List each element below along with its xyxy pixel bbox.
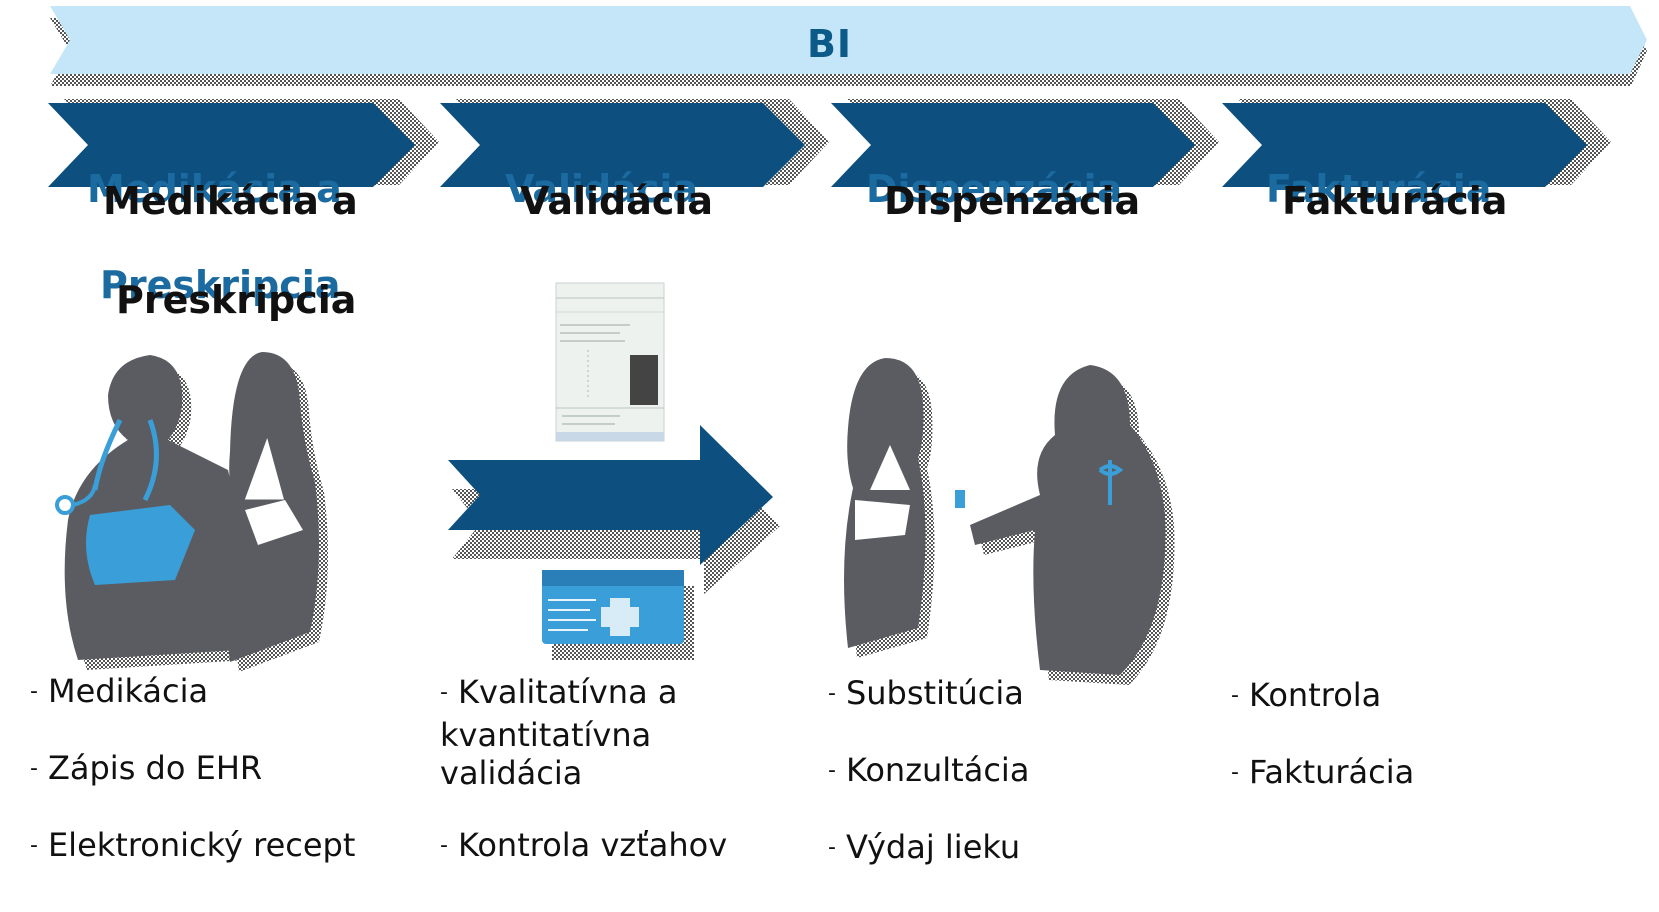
prescription-document-image bbox=[555, 282, 665, 442]
stage-chevron-prescription bbox=[48, 99, 439, 187]
stage-chevron-billing bbox=[1222, 99, 1611, 187]
bullet-list-dispensing: -Substitúcia -Konzultácia -Výdaj lieku bbox=[828, 674, 1188, 871]
bullet-list-billing: -Kontrola -Fakturácia bbox=[1231, 676, 1591, 796]
bullet-item: -Zápis do EHR bbox=[30, 749, 263, 787]
bullet-item: -Medikácia bbox=[30, 672, 209, 710]
stage-title-prescription: Medikácia a bbox=[103, 179, 358, 223]
stage-chevron-dispensing bbox=[831, 99, 1219, 187]
bullet-item: -Konzultácia bbox=[828, 751, 1030, 789]
stage-title-dispensing: Dispenzácia bbox=[884, 179, 1141, 223]
bullet-item: -Elektronický recept bbox=[30, 826, 356, 864]
flow-arrow bbox=[448, 425, 780, 594]
stage-title-validation: Validácia bbox=[520, 179, 714, 223]
pharmacist-customer-silhouettes bbox=[844, 358, 1175, 685]
health-card-image bbox=[542, 570, 694, 660]
stage-title-shadow: Medikácia a bbox=[87, 167, 342, 211]
stage-title-shadow: Fakturácia bbox=[1266, 167, 1492, 211]
bullet-item: -Substitúcia bbox=[828, 674, 1024, 712]
stage-title-shadow: Dispenzácia bbox=[866, 167, 1123, 211]
stage-chevron-validation bbox=[440, 99, 829, 187]
bullet-item: -Kontrola vzťahov bbox=[440, 826, 728, 864]
bullet-list-validation: -Kvalitatívna a kvantitatívna validácia … bbox=[440, 673, 740, 869]
stage-title-billing: Fakturácia bbox=[1282, 179, 1508, 223]
doctor-patient-silhouettes bbox=[55, 352, 328, 672]
bi-banner-label: BI bbox=[806, 22, 853, 66]
stage-title-shadow: Validácia bbox=[505, 167, 699, 211]
bullet-item: -Fakturácia bbox=[1231, 753, 1415, 791]
bi-banner-arrow bbox=[50, 6, 1647, 86]
bullet-item: -Výdaj lieku bbox=[828, 828, 1021, 866]
stage-title-shadow: Preskripcia bbox=[100, 263, 341, 307]
bullet-item: -Kontrola bbox=[1231, 676, 1382, 714]
stage-title-prescription-line2: Preskripcia bbox=[116, 278, 357, 322]
bullet-list-prescription: -Medikácia -Zápis do EHR -Elektronický r… bbox=[30, 672, 390, 869]
bullet-item: -Kvalitatívna a kvantitatívna validácia bbox=[440, 673, 678, 792]
